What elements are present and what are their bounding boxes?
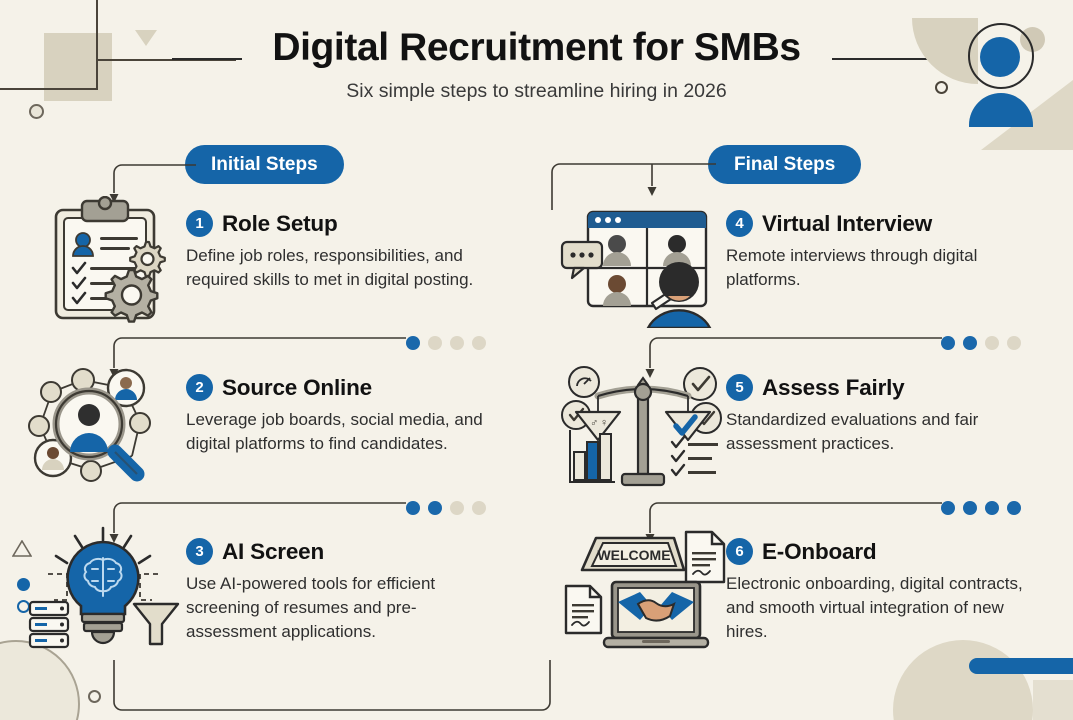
progress-dot: [406, 501, 420, 515]
lightbulb-brain-icon: [20, 524, 186, 656]
step-text-block: 2 Source Online Leverage job boards, soc…: [186, 360, 530, 456]
progress-dot: [428, 501, 442, 515]
step-number-badge: 4: [726, 210, 753, 237]
step-number-badge: 5: [726, 374, 753, 401]
step-heading: 6 E-Onboard: [726, 538, 1070, 565]
progress-dots-left-2: [398, 501, 486, 515]
page-subtitle: Six simple steps to streamline hiring in…: [346, 80, 727, 102]
page-header: Digital Recruitment for SMBs Six simple …: [0, 26, 1073, 103]
step-heading: 3 AI Screen: [186, 538, 530, 565]
step-number-badge: 1: [186, 210, 213, 237]
step-number-badge: 2: [186, 374, 213, 401]
steps-column-right: 4 Virtual Interview Remote interviews th…: [560, 196, 1070, 688]
progress-dot: [450, 501, 464, 515]
progress-dots-right-1: [933, 336, 1021, 350]
progress-dot: [963, 501, 977, 515]
step-title: Source Online: [222, 374, 372, 400]
decor-small-circle-bottom: [88, 690, 101, 703]
step-description: Use AI-powered tools for efficient scree…: [186, 574, 436, 642]
step-title: Virtual Interview: [762, 210, 932, 236]
step-title: AI Screen: [222, 538, 324, 564]
decor-circle-top-left: [29, 104, 44, 119]
progress-dot: [941, 336, 955, 350]
clipboard-gears-icon: [20, 195, 186, 328]
step-number-badge: 6: [726, 538, 753, 565]
step-text-block: 3 AI Screen Use AI-powered tools for eff…: [186, 524, 530, 644]
progress-dot: [941, 501, 955, 515]
step-description: Standardized evaluations and fair assess…: [726, 410, 979, 454]
step-item[interactable]: 1 Role Setup Define job roles, responsib…: [20, 195, 530, 360]
step-description: Leverage job boards, social media, and d…: [186, 410, 483, 454]
step-item[interactable]: 2 Source Online Leverage job boards, soc…: [20, 360, 530, 524]
page-title: Digital Recruitment for SMBs: [272, 26, 801, 69]
welcome-mat-label: WELCOME: [597, 547, 670, 563]
step-item[interactable]: WELCOME: [560, 524, 1070, 688]
progress-dot: [450, 336, 464, 350]
step-title: Assess Fairly: [762, 374, 905, 400]
step-title: E-Onboard: [762, 538, 877, 564]
progress-dot: [963, 336, 977, 350]
progress-dot: [985, 336, 999, 350]
step-title: Role Setup: [222, 210, 338, 236]
svg-text:♀: ♀: [600, 417, 608, 429]
section-pill-final-steps[interactable]: Final Steps: [708, 145, 862, 184]
step-heading: 5 Assess Fairly: [726, 374, 1070, 401]
step-item[interactable]: 3 AI Screen Use AI-powered tools for eff…: [20, 524, 530, 688]
video-call-icon: [560, 196, 726, 330]
step-heading: 1 Role Setup: [186, 210, 530, 237]
step-text-block: 5 Assess Fairly Standardized evaluations…: [726, 360, 1070, 456]
step-number-badge: 3: [186, 538, 213, 565]
section-pill-initial-steps[interactable]: Initial Steps: [185, 145, 344, 184]
progress-dots-left-1: [398, 336, 486, 350]
network-magnifier-icon: [20, 360, 186, 492]
welcome-handshake-icon: WELCOME: [560, 524, 726, 656]
progress-dot: [1007, 501, 1021, 515]
progress-dot: [472, 336, 486, 350]
step-description: Remote interviews through digital platfo…: [726, 246, 978, 290]
step-text-block: 4 Virtual Interview Remote interviews th…: [726, 196, 1070, 292]
balance-scales-icon: ♂♀: [560, 360, 726, 492]
step-heading: 2 Source Online: [186, 374, 530, 401]
progress-dot: [428, 336, 442, 350]
step-item[interactable]: 4 Virtual Interview Remote interviews th…: [560, 196, 1070, 360]
progress-dot: [1007, 336, 1021, 350]
progress-dot: [406, 336, 420, 350]
svg-text:♂: ♂: [590, 417, 598, 429]
progress-dot: [472, 501, 486, 515]
step-text-block: 6 E-Onboard Electronic onboarding, digit…: [726, 524, 1070, 644]
step-heading: 4 Virtual Interview: [726, 210, 1070, 237]
step-description: Electronic onboarding, digital contracts…: [726, 574, 1023, 642]
step-text-block: 1 Role Setup Define job roles, responsib…: [186, 196, 530, 292]
step-item[interactable]: ♂♀: [560, 360, 1070, 524]
step-description: Define job roles, responsibilities, and …: [186, 246, 474, 290]
progress-dots-right-2: [933, 501, 1021, 515]
progress-dot: [985, 501, 999, 515]
steps-column-left: 1 Role Setup Define job roles, responsib…: [20, 195, 530, 688]
